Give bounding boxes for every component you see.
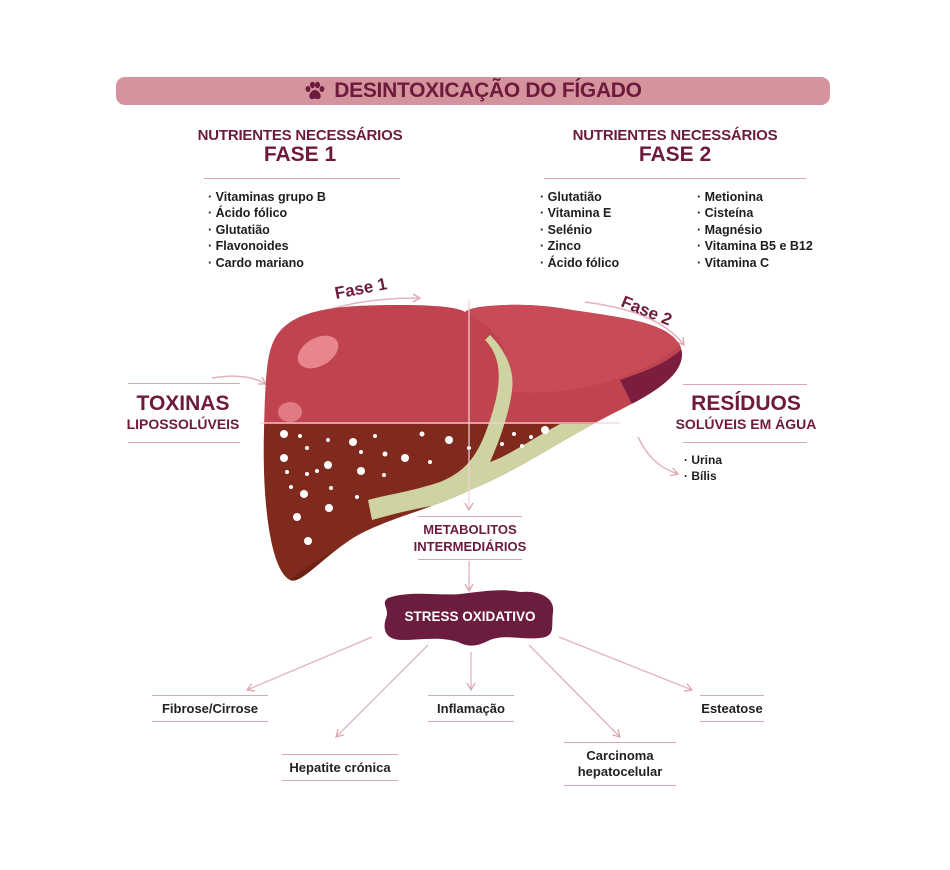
phase2-arrow — [584, 301, 685, 347]
toxins-title: TOXINAS — [136, 392, 230, 415]
residues-rule-bottom — [683, 442, 807, 443]
outcome-steatosis-label: Esteatose — [701, 701, 763, 716]
metabolites-line2: INTERMEDIÁRIOS — [413, 539, 527, 554]
list-item: Metionina — [697, 189, 813, 205]
phase1-title: FASE 1 — [263, 143, 337, 166]
residues-rule-top — [683, 384, 807, 385]
outcome-inflammation-label: Inflamação — [437, 701, 505, 716]
phase2-title: FASE 2 — [638, 143, 712, 166]
liver-highlight — [297, 335, 339, 369]
liver-illustration — [263, 304, 682, 581]
list-item: Flavonoides — [208, 238, 326, 254]
outcome-carcinoma-line1: Carcinoma — [586, 748, 654, 763]
outcome-carcinoma: Carcinoma hepatocelular — [564, 742, 676, 786]
residues-arrow — [637, 436, 680, 477]
list-item: Vitamina C — [697, 255, 813, 271]
list-item: Ácido fólico — [540, 255, 620, 271]
bile-duct — [368, 335, 600, 520]
list-item: Vitamina B5 e B12 — [697, 238, 813, 254]
list-item: Cardo mariano — [208, 255, 326, 271]
arrow-to-steatosis — [558, 636, 694, 692]
list-item: Vitamina E — [540, 205, 619, 221]
list-item: Urina — [684, 452, 722, 468]
phase1-nutrient-list: Vitaminas grupo B Ácido fólico Glutatião… — [208, 189, 326, 271]
paw-icon — [305, 81, 325, 100]
stress-blob — [384, 590, 554, 646]
phase2-nutrient-list-2: Metionina Cisteína Magnésio Vitamina B5 … — [697, 189, 813, 271]
title-text: DESINTOXICAÇÃO DO FÍGADO — [334, 79, 642, 102]
outcome-inflammation: Inflamação — [428, 695, 514, 722]
phase2-nutrient-list-1: Glutatião Vitamina E Selénio Zinco Ácido… — [540, 189, 620, 271]
outcome-steatosis: Esteatose — [700, 695, 764, 722]
outcome-hepatitis-label: Hepatite crónica — [289, 760, 391, 775]
phase2-header: NUTRIENTES NECESSÁRIOS FASE 2 — [560, 127, 790, 166]
list-item: Vitaminas grupo B — [208, 189, 326, 205]
residues-title: RESÍDUOS — [691, 392, 801, 415]
metabolites-line1: METABOLITOS — [423, 522, 517, 537]
arrow-to-hepatitis — [335, 644, 429, 738]
arrow-to-fibrosis — [245, 636, 373, 692]
liver-damaged-part — [263, 424, 682, 581]
toxins-rule-top — [128, 383, 240, 384]
residues-subtitle: SOLÚVEIS EM ÁGUA — [675, 416, 817, 432]
fat-droplets — [280, 426, 549, 545]
list-item: Selénio — [540, 222, 619, 238]
title-banner: DESINTOXICAÇÃO DO FÍGADO — [116, 77, 830, 105]
metabolites-rule-bottom — [418, 559, 522, 560]
list-item: Glutatião — [540, 189, 619, 205]
metabolites-rule-top — [418, 516, 522, 517]
residues-label: RESÍDUOS SOLÚVEIS EM ÁGUA — [664, 392, 828, 432]
liver-highlight — [278, 402, 302, 422]
outcome-carcinoma-line2: hepatocelular — [577, 764, 663, 779]
phase1-divider — [204, 178, 400, 179]
list-item: Zinco — [540, 238, 619, 254]
arrow-to-carcinoma — [528, 644, 621, 738]
phase1-header: NUTRIENTES NECESSÁRIOS FASE 1 — [190, 127, 410, 166]
page-title: DESINTOXICAÇÃO DO FÍGADO — [304, 79, 642, 103]
toxins-subtitle: LIPOSSOLÚVEIS — [126, 416, 240, 432]
liver-right-lobe — [465, 304, 680, 393]
residues-list: Urina Bílis — [684, 452, 722, 485]
outcome-fibrosis-label: Fibrose/Cirrose — [161, 701, 259, 716]
outcome-hepatitis: Hepatite crónica — [282, 754, 398, 781]
list-item: Cisteína — [697, 205, 813, 221]
phase1-subtitle: NUTRIENTES NECESSÁRIOS — [197, 127, 403, 144]
stress-label: STRESS OXIDATIVO — [404, 609, 535, 624]
toxins-label: TOXINAS LIPOSSOLÚVEIS — [110, 392, 256, 432]
toxins-rule-bottom — [128, 442, 240, 443]
metabolites-label: METABOLITOS INTERMEDIÁRIOS — [396, 521, 544, 555]
phase1-arrow-label: Fase 1 — [333, 274, 389, 303]
outcome-fibrosis: Fibrose/Cirrose — [152, 695, 268, 722]
list-item: Magnésio — [697, 222, 813, 238]
list-item: Ácido fólico — [208, 205, 326, 221]
phase2-subtitle: NUTRIENTES NECESSÁRIOS — [572, 127, 778, 144]
phase2-divider — [544, 178, 806, 179]
toxins-arrow — [211, 375, 268, 385]
list-item: Glutatião — [208, 222, 326, 238]
list-item: Bílis — [684, 468, 722, 484]
